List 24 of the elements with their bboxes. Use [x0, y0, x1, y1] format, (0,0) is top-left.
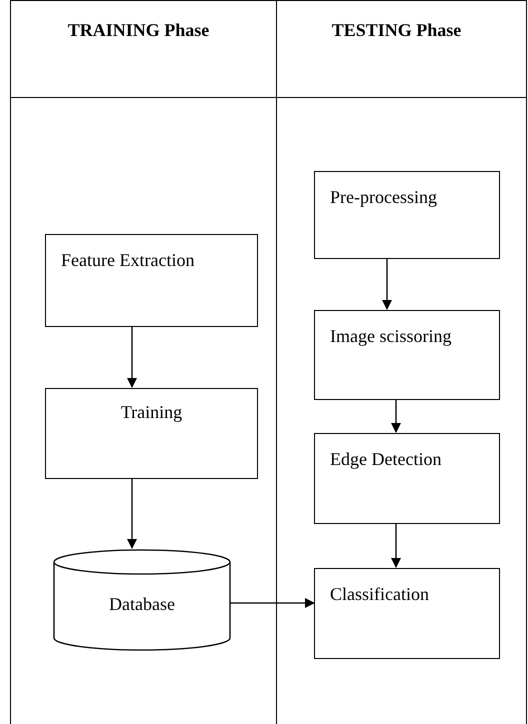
box-label: Image scissoring — [330, 326, 452, 346]
arrow — [127, 478, 137, 549]
column-header: TESTING Phase — [332, 19, 462, 42]
process-box — [45, 234, 258, 327]
phase-column — [277, 0, 527, 724]
box-label: Pre-processing — [330, 187, 437, 207]
box-label: Classification — [330, 584, 429, 604]
box-label: Edge Detection — [330, 449, 442, 469]
box-label: Feature Extraction — [61, 250, 194, 270]
arrow — [230, 598, 315, 608]
arrow — [391, 399, 401, 433]
box-label: Training — [120, 402, 182, 422]
process-box — [314, 310, 500, 400]
process-box — [314, 171, 500, 259]
process-box — [314, 433, 500, 524]
arrow — [382, 258, 392, 310]
box-label: Database — [109, 594, 175, 614]
process-box — [314, 568, 500, 659]
phase-column — [10, 0, 277, 724]
column-header: TRAINING Phase — [68, 19, 210, 42]
arrow — [127, 326, 137, 388]
arrow — [391, 523, 401, 568]
process-box — [45, 388, 258, 479]
database-cylinder — [53, 549, 231, 651]
